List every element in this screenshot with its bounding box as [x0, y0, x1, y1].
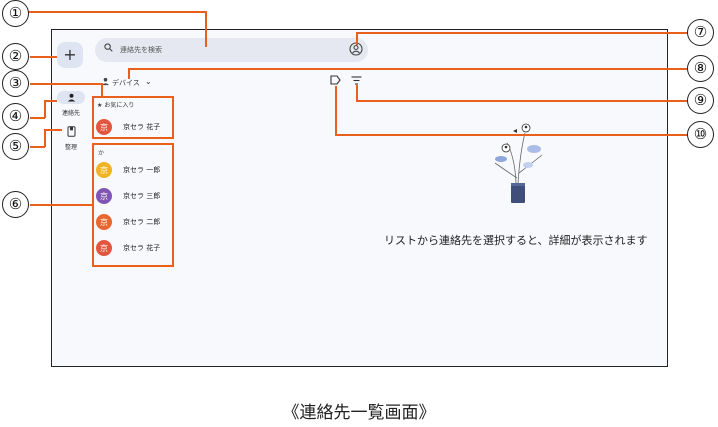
bookmark-icon — [67, 125, 75, 137]
nav-contacts-label: 連絡先 — [61, 110, 80, 117]
contact-name: 京セラ 花子 — [123, 244, 161, 252]
search-icon — [104, 43, 113, 52]
callout-8: ⑧ — [687, 55, 714, 82]
list-item[interactable]: 京 京セラ 花子 — [96, 117, 160, 137]
search-input[interactable] — [95, 38, 368, 62]
empty-state-illustration-icon — [494, 123, 543, 203]
callout-1: ① — [2, 0, 29, 27]
contact-name: 京セラ 二郎 — [123, 218, 161, 226]
avatar: 京 — [96, 214, 112, 230]
avatar: 京 — [96, 119, 112, 135]
nav-organize-label: 整理 — [64, 144, 77, 151]
star-icon: ★ — [97, 102, 103, 109]
filter-icon[interactable] — [351, 76, 362, 85]
avatar: 京 — [96, 188, 112, 204]
contact-name: 京セラ 三郎 — [123, 192, 161, 200]
list-item[interactable]: 京 京セラ 三郎 — [96, 186, 160, 206]
account-selector[interactable]: デバイス — [112, 79, 140, 87]
plus-icon: + — [63, 45, 77, 64]
list-item[interactable]: 京 京セラ 二郎 — [96, 212, 160, 232]
favorites-highlight — [92, 96, 174, 139]
favorites-header: ★ お気に入り — [97, 102, 135, 109]
contact-name: 京セラ 一郎 — [123, 166, 161, 174]
nav-contacts[interactable] — [57, 91, 85, 104]
label-icon[interactable] — [330, 75, 341, 85]
callout-7: ⑦ — [687, 19, 714, 46]
avatar: 京 — [96, 162, 112, 178]
contacts-app-screen — [51, 29, 668, 367]
callout-9: ⑨ — [687, 87, 714, 114]
contacts-list-highlight — [92, 143, 174, 267]
search-placeholder: 連絡先を検索 — [120, 46, 162, 54]
person-icon — [67, 93, 75, 102]
add-contact-button[interactable]: + — [57, 42, 83, 68]
nav-organize[interactable] — [63, 125, 79, 137]
callout-6: ⑥ — [2, 191, 29, 218]
chevron-down-icon[interactable]: ⌄ — [145, 77, 152, 86]
callout-2: ② — [2, 43, 29, 70]
callout-4: ④ — [2, 103, 29, 130]
list-item[interactable]: 京 京セラ 一郎 — [96, 160, 160, 180]
list-item[interactable]: 京 京セラ 花子 — [96, 238, 160, 258]
callout-3: ③ — [2, 70, 29, 97]
callout-10: ⑩ — [687, 121, 714, 148]
contact-name: 京セラ 花子 — [123, 123, 161, 131]
section-letter: か — [98, 150, 105, 157]
person-icon — [101, 77, 110, 86]
avatar: 京 — [96, 240, 112, 256]
callout-5: ⑤ — [2, 133, 29, 160]
figure-caption: 《連絡先一覧画面》 — [282, 403, 436, 423]
empty-state-message: リストから連絡先を選択すると、詳細が表示されます — [384, 234, 648, 247]
